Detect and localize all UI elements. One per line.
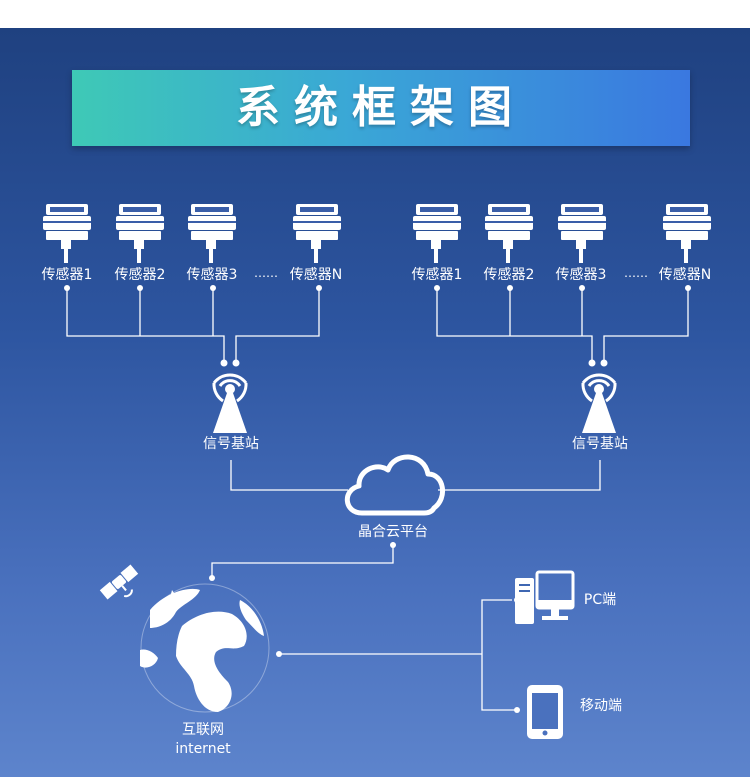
tower-cloud-line-2 — [438, 460, 601, 491]
station-label: 信号基站 — [572, 436, 628, 452]
title-banner: 系统框架图 — [72, 70, 690, 146]
sensor-icon — [43, 204, 91, 263]
connector-dots — [64, 285, 691, 713]
tower-cloud-line-1 — [230, 460, 348, 491]
mobile-icon — [527, 685, 563, 739]
sensor-label: 传感器1 — [411, 267, 463, 283]
sensor-icon — [663, 204, 711, 263]
sensor-label: 传感器3 — [186, 267, 238, 283]
pc-label: PC端 — [583, 592, 617, 608]
satellite-icon — [99, 564, 139, 600]
cloud-label: 晶合云平台 — [358, 524, 428, 540]
sensor-icon — [558, 204, 606, 263]
internet-label-cn: 互联网 — [182, 722, 224, 738]
internet-terminal-line — [279, 599, 517, 711]
cloud-internet-line — [211, 542, 394, 578]
station-label: 信号基站 — [203, 436, 259, 452]
pc-icon — [515, 570, 575, 624]
sensor-label: 传感器N — [658, 267, 712, 283]
bus-line-2 — [436, 288, 689, 362]
sensor-icon — [485, 204, 533, 263]
internet-label-en: internet — [175, 741, 231, 757]
bus-line-1 — [66, 288, 320, 362]
cloud-icon — [344, 454, 445, 516]
background — [0, 28, 750, 777]
globe-icon — [140, 583, 270, 713]
ellipsis: …… — [254, 266, 278, 280]
connector-lines — [66, 288, 689, 711]
sensor-icon — [116, 204, 164, 263]
sensor-label: 传感器N — [289, 267, 343, 283]
sensor-icon — [293, 204, 341, 263]
sensor-icon — [188, 204, 236, 263]
page-title: 系统框架图 — [236, 82, 526, 133]
signal-tower-icon — [580, 373, 618, 435]
sensor-icons — [43, 204, 711, 263]
sensor-icon — [413, 204, 461, 263]
sensor-label: 传感器2 — [114, 267, 166, 283]
signal-tower-icon — [211, 373, 249, 435]
sensor-label: 传感器1 — [41, 267, 93, 283]
sensor-label: 传感器2 — [483, 267, 535, 283]
ellipsis: …… — [624, 266, 648, 280]
mobile-label: 移动端 — [580, 698, 622, 714]
sensor-label: 传感器3 — [555, 267, 607, 283]
